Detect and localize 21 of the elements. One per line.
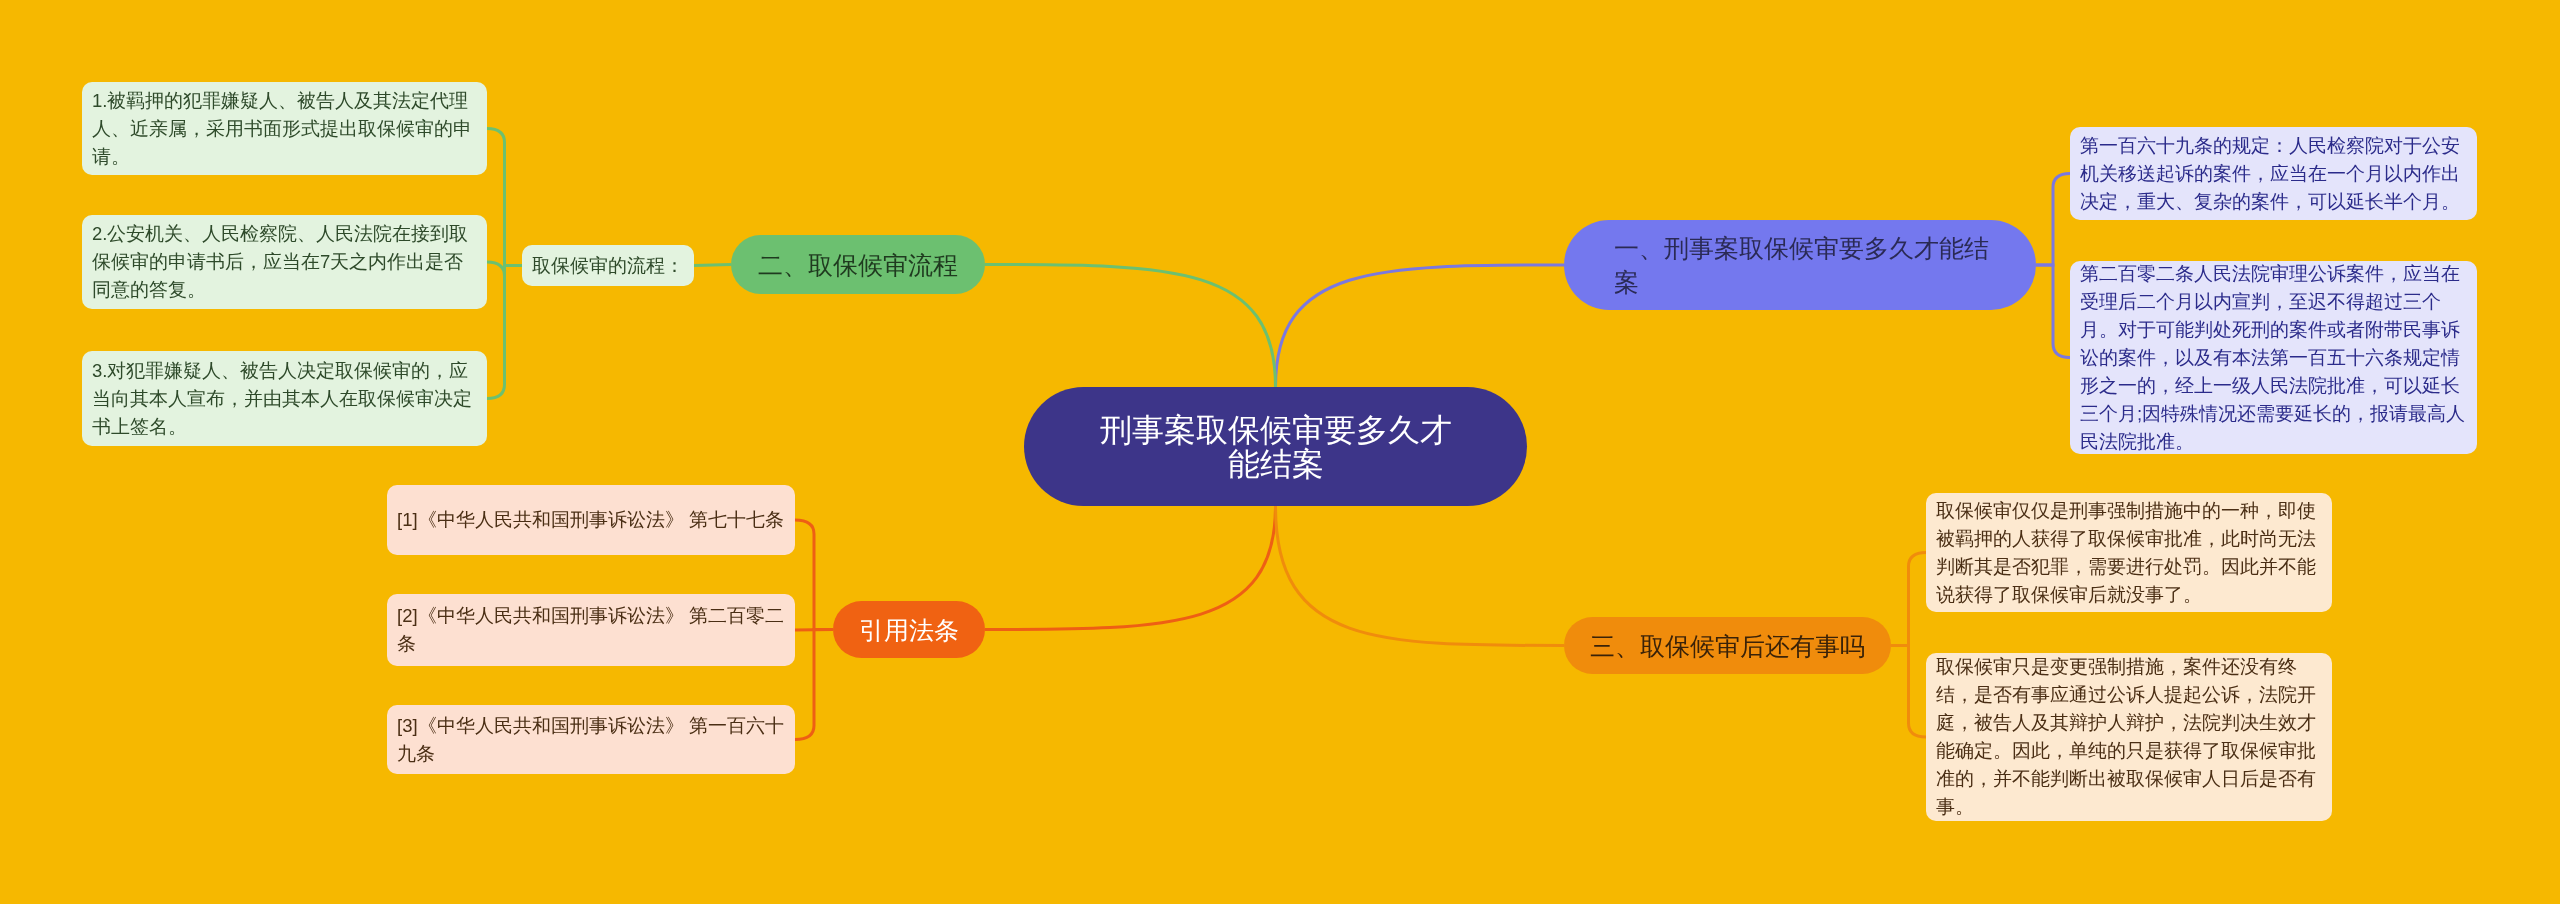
connector-line [794,628,833,741]
connector-line [985,263,1277,388]
branch-pill: 引用法条 [833,601,985,658]
note-box: 取保候审只是变更强制措施，案件还没有终结，是否有事应通过公诉人提起公诉，法院开庭，被告人及其辩护人辩护，法院判决生效才能确定。因此，单纯的只是获得了取保候审批准的，并不能判断出被取保候审人日后是否有事。 [1926,653,2332,821]
note-box: 取保候审仅仅是刑事强制措施中的一种，即使被羁押的人获得了取保候审批准，此时尚无法判断其是否犯罪，需要进行处罚。因此并不能说获得了取保候审后就没事了。 [1926,493,2332,612]
citation-box: [2]《中华人民共和国刑事诉讼法》 第二百零二条 [387,594,795,666]
note-box: 第二百零二条人民法院审理公诉案件，应当在受理后二个月以内宣判，至迟不得超过三个月。对于可能判处死刑的案件或者附带民事诉讼的案件，以及有本法第一百五十六条规定情形之一的，经上一级人民法院批准，可以延长三个月;因特殊情况还需要延长的，报请最高人民法院批准。 [2070,261,2477,454]
note-box: 2.公安机关、人民检察院、人民法院在接到取保候审的申请书后，应当在7天之内作出是否同意的答复。 [82,215,487,309]
branch-pill: 三、取保候审后还有事吗 [1564,617,1891,674]
topic-bubble: 刑事案取保候审要多久才能结案 [1024,387,1527,506]
connector-line [693,263,732,267]
citation-box: [1]《中华人民共和国刑事诉讼法》 第七十七条 [387,485,795,555]
connector-line [1891,644,1927,739]
note-box: 3.对犯罪嫌疑人、被告人决定取保候审的，应当向其本人宣布，并由其本人在取保候审决定书上签名。 [82,351,487,446]
branch-pill: 二、取保候审流程 [731,235,985,294]
connector-line [1274,505,1564,647]
citation-box: [3]《中华人民共和国刑事诉讼法》 第一百六十九条 [387,705,795,774]
note-box: 取保候审的流程： [522,245,694,286]
note-box: 第一百六十九条的规定：人民检察院对于公安机关移送起诉的案件，应当在一个月以内作出决定，重大、复杂的案件，可以延长半个月。 [2070,127,2477,220]
note-box: 1.被羁押的犯罪嫌疑人、被告人及其法定代理人、近亲属，采用书面形式提出取保候审的申请。 [82,82,487,175]
branch-pill: 一、刑事案取保候审要多久才能结案 [1564,220,2036,310]
